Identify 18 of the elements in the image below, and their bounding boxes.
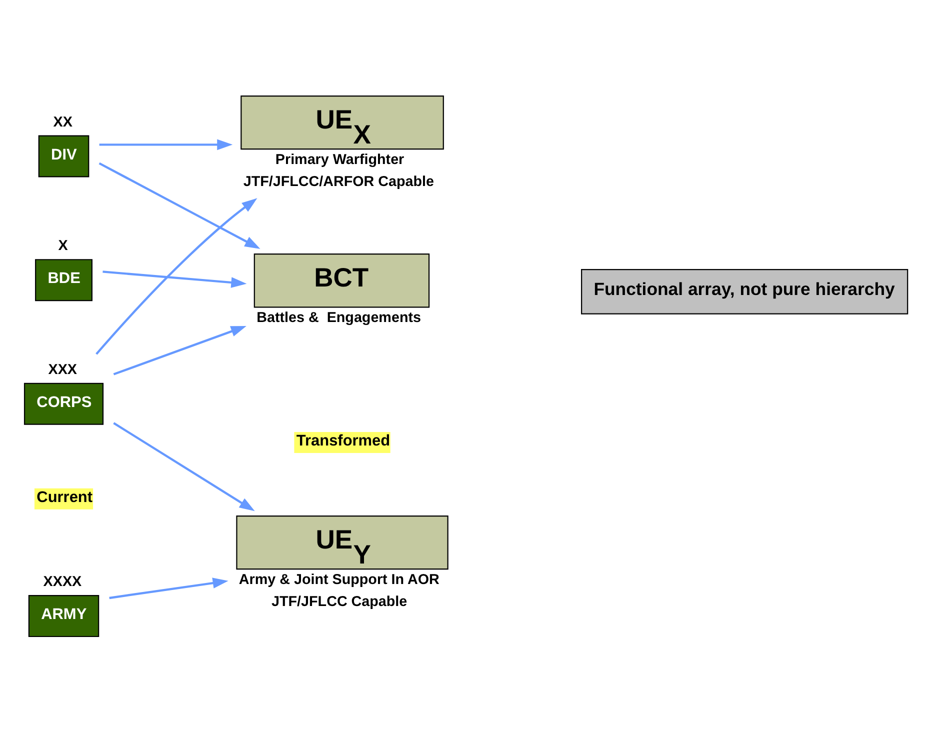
arrow	[102, 270, 247, 288]
node-label: Primary Warfighter	[275, 152, 404, 168]
arrow	[113, 422, 255, 512]
arrow	[96, 198, 258, 355]
label: Transformed	[296, 432, 390, 450]
node-label: JTF/JFLCC/ARFOR Capable	[243, 174, 434, 190]
arrow	[113, 326, 246, 376]
arrow	[99, 139, 233, 150]
node-label: JTF/JFLCC Capable	[272, 594, 408, 610]
node-label: X	[58, 238, 68, 254]
node-label: Army & Joint Support In AOR	[238, 572, 440, 588]
node-label: XX	[53, 114, 72, 130]
arrow	[98, 162, 260, 249]
node-label: XXXX	[43, 574, 82, 590]
arrow	[109, 578, 228, 600]
label: Current	[36, 488, 93, 506]
node-label: Battles & Engagements	[256, 310, 422, 326]
node-label: XXX	[48, 362, 78, 378]
